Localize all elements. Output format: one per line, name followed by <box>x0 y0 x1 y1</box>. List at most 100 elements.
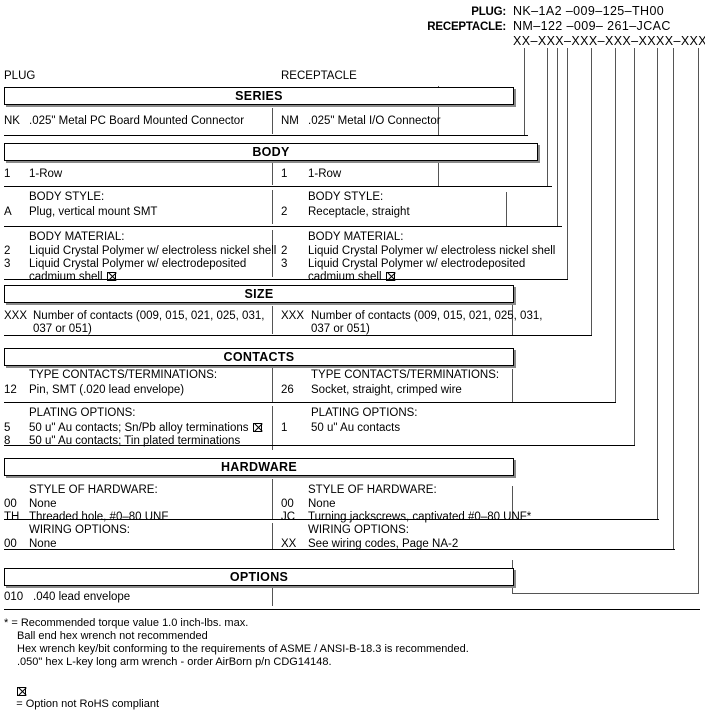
hardware-style-left-text-1: Threaded hole, #0–80 UNF <box>29 511 169 523</box>
body-material-left-code-1: 3 <box>4 258 11 270</box>
footnote-hex-wrench: Hex wrench key/bit conforming to the req… <box>17 643 469 655</box>
part-number-mask: XX–XXX–XXX–XXX–XXXX–XXX <box>513 34 705 48</box>
hardware-style-left-text-0: None <box>29 498 57 510</box>
series-right-code: NM <box>281 115 299 127</box>
field-tick-row <box>547 48 548 57</box>
plating-left-text-1: 50 u" Au contacts; Tin plated terminatio… <box>29 435 241 447</box>
body-material-right-text-0: Liquid Crystal Polymer w/ electroless ni… <box>308 245 556 257</box>
leader-contact-type-vertical <box>615 57 616 402</box>
leader-hardware-style-vertical <box>657 57 658 519</box>
leader-wiring-vertical <box>673 57 674 549</box>
wiring-left-text: None <box>29 538 57 550</box>
section-bar-contacts: CONTACTS <box>4 348 514 366</box>
wiring-right-code: XX <box>281 538 297 550</box>
contact-type-divider <box>272 368 273 402</box>
size-left-text2: 037 or 051) <box>33 323 92 335</box>
footnote-l-key-wrench: .050" hex L-key long arm wrench - order … <box>17 656 332 668</box>
section-bar-options: OPTIONS <box>4 568 514 586</box>
series-right-text: .025" Metal I/O Connector <box>308 115 441 127</box>
hardware-style-right-code-1: JC <box>281 511 296 523</box>
leader-body-material-vertical <box>567 57 568 279</box>
field-tick-hardware-style <box>657 48 658 57</box>
section-bar-series: SERIES <box>4 87 514 105</box>
row-right-text: 1-Row <box>308 168 342 180</box>
leader-options-vertical <box>698 57 699 593</box>
body-material-left-text-1: Liquid Crystal Polymer w/ electrodeposit… <box>29 258 247 270</box>
plating-right-text-0: 50 u" Au contacts <box>311 422 401 434</box>
body-style-title-left: BODY STYLE: <box>29 191 105 203</box>
contact-type-right-text: Socket, straight, crimped wire <box>311 384 462 396</box>
field-tick-contact-type <box>615 48 616 57</box>
body-material-right-code-1: 3 <box>281 258 288 270</box>
leader-size-drop <box>512 300 513 336</box>
section-bar-hardware: HARDWARE <box>4 458 514 476</box>
plug-part-number: NK–1A2 –009–125–TH00 <box>513 4 665 18</box>
body-material-left-text-1b-label: cadmium shell <box>29 271 103 283</box>
body-material-right-text-1b: cadmium shell <box>308 271 396 283</box>
body-material-left-text-1b: cadmium shell <box>29 271 117 283</box>
body-style-title-right: BODY STYLE: <box>308 191 384 203</box>
leader-contact-type-drop <box>512 369 513 403</box>
body-material-left-text-0: Liquid Crystal Polymer w/ electroless ni… <box>29 245 277 257</box>
rohs-warning-icon <box>385 272 395 281</box>
hardware-style-left-code-0: 00 <box>4 498 17 510</box>
part-number-breakdown-chart: PLUG: NK–1A2 –009–125–TH00 RECEPTACLE: N… <box>0 0 705 691</box>
receptacle-label: RECEPTACLE: <box>427 21 506 33</box>
contact-type-left-text: Pin, SMT (.020 lead envelope) <box>29 384 185 396</box>
rohs-warning-icon <box>17 687 27 696</box>
field-tick-body-style <box>557 48 558 57</box>
part-number-header: PLUG: NK–1A2 –009–125–TH00 RECEPTACLE: N… <box>408 4 705 49</box>
hardware-style-divider <box>272 479 273 519</box>
rohs-warning-icon <box>252 423 262 432</box>
row-right-code: 1 <box>281 168 288 180</box>
plating-left-code-1: 8 <box>4 435 11 447</box>
hardware-style-right-code-0: 00 <box>281 498 294 510</box>
wiring-bottom-rule <box>4 549 675 550</box>
footnote-ball-end: Ball end hex wrench not recommended <box>17 630 208 642</box>
footnote-rohs: = Option not RoHS compliant <box>4 674 159 722</box>
series-bottom-rule <box>4 135 528 136</box>
body-material-right-text-1: Liquid Crystal Polymer w/ electrodeposit… <box>308 258 526 270</box>
field-tick-options <box>698 48 699 57</box>
body-material-divider <box>272 230 273 277</box>
body-material-title-right: BODY MATERIAL: <box>308 231 404 243</box>
size-left-text: Number of contacts (009, 015, 021, 025, … <box>33 310 265 322</box>
footnote-rohs-label: = Option not RoHS compliant <box>16 698 160 710</box>
plug-label: PLUG: <box>471 6 506 18</box>
plug-part-number-row: PLUG: NK–1A2 –009–125–TH00 <box>408 4 705 19</box>
field-tick-series <box>524 48 525 57</box>
leader-series-vertical <box>524 57 525 135</box>
options-left-text: .040 lead envelope <box>33 591 131 603</box>
field-tick-size <box>591 48 592 57</box>
contact-type-left-code: 12 <box>4 384 17 396</box>
column-header-plug: PLUG <box>4 70 36 82</box>
section-bar-body: BODY <box>4 143 538 161</box>
hardware-style-title-left: STYLE OF HARDWARE: <box>29 484 158 496</box>
body-material-title-left: BODY MATERIAL: <box>29 231 125 243</box>
body-style-divider <box>272 190 273 224</box>
body-style-left-text: Plug, vertical mount SMT <box>29 206 158 218</box>
hardware-style-right-text-0: None <box>308 498 336 510</box>
leader-body-style-vertical <box>557 57 558 226</box>
plating-bottom-rule <box>4 445 635 446</box>
options-divider <box>272 588 273 606</box>
wiring-title-left: WIRING OPTIONS: <box>29 524 130 536</box>
leader-series-drop <box>438 86 439 136</box>
wiring-right-text: See wiring codes, Page NA-2 <box>308 538 459 550</box>
leader-row-vertical <box>547 57 548 186</box>
series-divider <box>272 108 273 134</box>
plating-title-left: PLATING OPTIONS: <box>29 407 136 419</box>
part-number-mask-row: XX–XXX–XXX–XXX–XXXX–XXX <box>408 34 705 49</box>
body-row-divider <box>272 163 273 185</box>
column-header-receptacle: RECEPTACLE <box>281 70 357 82</box>
size-right-text2: 037 or 051) <box>311 323 370 335</box>
receptacle-part-number-row: RECEPTACLE: NM–122 –009– 261–JCAC <box>408 19 705 34</box>
plating-left-code-0: 5 <box>4 422 11 434</box>
plating-left-text-0: 50 u" Au contacts; Sn/Pb alloy terminati… <box>29 422 263 434</box>
hardware-style-title-right: STYLE OF HARDWARE: <box>308 484 437 496</box>
plating-left-label-0: 50 u" Au contacts; Sn/Pb alloy terminati… <box>29 422 249 434</box>
contact-type-right-code: 26 <box>281 384 294 396</box>
field-tick-plating <box>634 48 635 57</box>
body-style-left-code: A <box>4 206 12 218</box>
size-right-code: XXX <box>281 310 305 322</box>
